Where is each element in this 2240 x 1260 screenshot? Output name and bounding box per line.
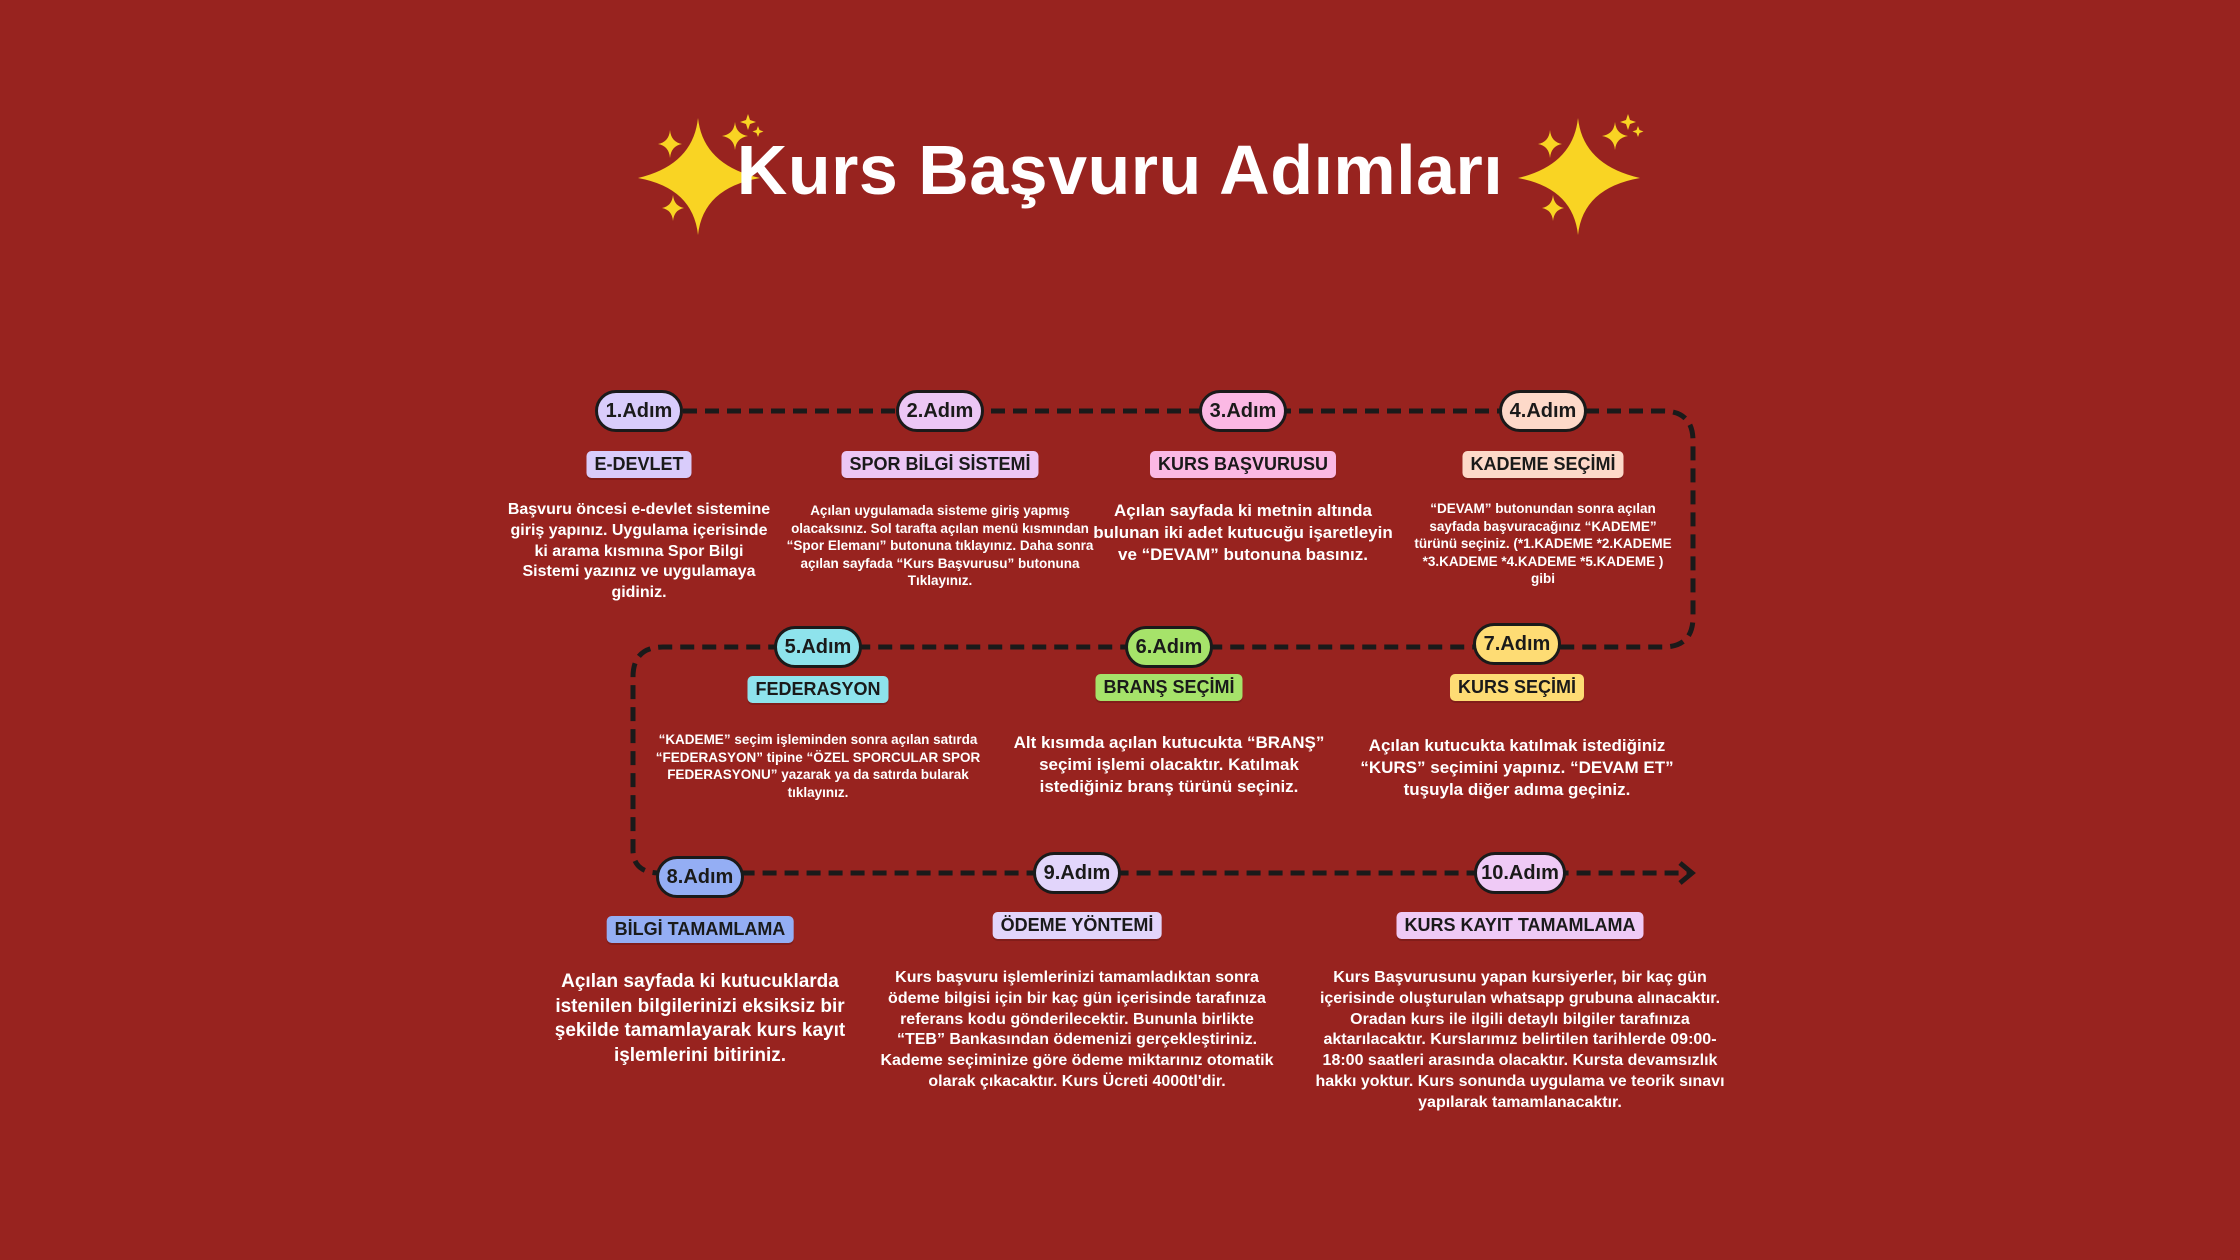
step-badge-2: 2.Adım [896, 390, 984, 432]
step-badge-7: 7.Adım [1473, 623, 1561, 665]
step-badge-1: 1.Adım [595, 390, 683, 432]
step-title-2: SPOR BİLGİ SİSTEMİ [841, 451, 1039, 478]
step-title-6: BRANŞ SEÇİMİ [1095, 674, 1243, 701]
step-badge-6: 6.Adım [1125, 626, 1213, 668]
step-title-9: ÖDEME YÖNTEMİ [992, 912, 1162, 939]
page-title: Kurs Başvuru Adımları [736, 131, 1504, 209]
step-badge-8: 8.Adım [656, 856, 744, 898]
step-badge-5: 5.Adım [774, 626, 862, 668]
step-description-5: “KADEME” seçim işleminden sonra açılan s… [655, 732, 981, 800]
step-title-4: KADEME SEÇİMİ [1462, 451, 1624, 478]
sparkle-left-icon [638, 114, 764, 235]
step-description-4: “DEVAM” butonundan sonra açılan sayfada … [1414, 501, 1672, 587]
step-title-7: KURS SEÇİMİ [1449, 674, 1585, 701]
step-description-9: Kurs başvuru işlemlerinizi tamamladıktan… [880, 969, 1274, 1090]
step-title-10: KURS KAYIT TAMAMLAMA [1396, 912, 1644, 939]
step-description-8: Açılan sayfada ki kutucuklarda istenilen… [554, 971, 846, 1067]
step-description-6: Alt kısımda açılan kutucukta “BRANŞ” seç… [1013, 733, 1325, 797]
step-description-3: Açılan sayfada ki metnin altında bulunan… [1093, 501, 1393, 565]
sparkle-right-icon [1518, 114, 1644, 235]
step-description-7: Açılan kutucukta katılmak istediğiniz “K… [1360, 736, 1674, 800]
step-description-10: Kurs Başvurusunu yapan kursiyerler, bir … [1315, 969, 1725, 1111]
step-description-1: Başvuru öncesi e-devlet sistemine giriş … [507, 501, 771, 602]
arrow-head-icon [1678, 861, 1696, 885]
step-title-8: BİLGİ TAMAMLAMA [606, 916, 794, 943]
step-badge-10: 10.Adım [1474, 852, 1566, 894]
step-description-2: Açılan uygulamada sisteme giriş yapmış o… [786, 503, 1094, 589]
step-badge-4: 4.Adım [1499, 390, 1587, 432]
step-badge-9: 9.Adım [1033, 852, 1121, 894]
step-title-5: FEDERASYON [747, 676, 889, 703]
step-badge-3: 3.Adım [1199, 390, 1287, 432]
step-title-3: KURS BAŞVURUSU [1149, 451, 1337, 478]
step-title-1: E-DEVLET [586, 451, 692, 478]
